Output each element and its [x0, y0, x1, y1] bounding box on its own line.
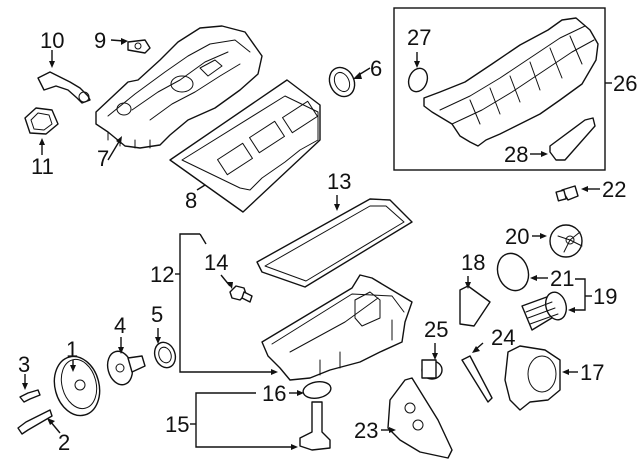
callout-27[interactable]: 27 — [407, 25, 431, 50]
callout-1[interactable]: 1 — [66, 337, 78, 362]
callout-13[interactable]: 13 — [327, 169, 351, 194]
cooler-gasket-part[interactable] — [461, 355, 493, 403]
crankshaft-pulley-part[interactable] — [48, 351, 106, 420]
callout-11[interactable]: 11 — [31, 154, 54, 179]
callout-17[interactable]: 17 — [580, 360, 604, 385]
oil-pressure-sensor-part[interactable] — [555, 185, 579, 202]
leader-lines — [22, 38, 612, 450]
valve-cover-gasket-part[interactable] — [169, 79, 321, 213]
callout-3[interactable]: 3 — [18, 352, 30, 377]
o-ring-16-part[interactable] — [302, 380, 332, 401]
intake-manifold-box — [393, 7, 606, 171]
oil-pan-gasket-part[interactable] — [256, 198, 413, 288]
callout-6[interactable]: 6 — [370, 56, 382, 81]
callout-21[interactable]: 21 — [550, 266, 574, 291]
callout-20[interactable]: 20 — [505, 224, 529, 249]
callout-2[interactable]: 2 — [58, 430, 70, 455]
callout-24[interactable]: 24 — [491, 325, 515, 350]
front-crank-seal-part[interactable] — [151, 339, 179, 370]
housing-gasket-part[interactable] — [459, 285, 491, 327]
manifold-o-ring-part[interactable] — [405, 66, 430, 95]
callout-12[interactable]: 12 — [150, 262, 174, 287]
oil-filter-part[interactable] — [521, 290, 569, 331]
callout-19[interactable]: 19 — [593, 284, 617, 309]
callout-25[interactable]: 25 — [424, 317, 448, 342]
seal-6-part[interactable] — [325, 63, 359, 100]
plug-25-part[interactable] — [421, 359, 443, 380]
oil-pump-pickup-part[interactable] — [299, 401, 331, 451]
breather-tube-part[interactable] — [37, 71, 91, 104]
callout-14[interactable]: 14 — [204, 250, 228, 275]
filter-cap-part[interactable] — [549, 224, 583, 258]
callout-28[interactable]: 28 — [504, 142, 528, 167]
crankshaft-hub-part[interactable] — [104, 348, 146, 387]
hub-bolt-part[interactable] — [19, 389, 41, 403]
oil-cooler-bracket-part[interactable] — [387, 377, 453, 459]
callout-labels: 1 2 3 4 5 6 7 8 9 10 11 12 13 14 15 16 1… — [18, 25, 637, 455]
intake-manifold-part[interactable] — [423, 17, 599, 147]
callout-9[interactable]: 9 — [94, 28, 106, 53]
callout-4[interactable]: 4 — [114, 313, 126, 338]
callout-15[interactable]: 15 — [165, 412, 189, 437]
seal-11-part[interactable] — [24, 107, 59, 135]
callout-5[interactable]: 5 — [151, 302, 163, 327]
manifold-gasket-part[interactable] — [549, 117, 596, 161]
oil-filter-housing-part[interactable] — [504, 345, 561, 411]
callout-7[interactable]: 7 — [97, 146, 109, 171]
callout-23[interactable]: 23 — [354, 418, 378, 443]
valve-cover-part[interactable] — [95, 25, 263, 149]
oil-pan-part[interactable] — [261, 274, 413, 381]
pulley-bolt-part[interactable] — [17, 409, 53, 435]
callout-22[interactable]: 22 — [602, 177, 626, 202]
callout-16[interactable]: 16 — [262, 381, 286, 406]
drain-plug-part[interactable] — [229, 285, 253, 303]
callout-18[interactable]: 18 — [461, 250, 485, 275]
callout-8[interactable]: 8 — [185, 188, 197, 213]
cap-o-ring-part[interactable] — [492, 249, 533, 295]
callout-26[interactable]: 26 — [613, 71, 637, 96]
gasket-9-part[interactable] — [127, 39, 151, 54]
callout-10[interactable]: 10 — [40, 28, 64, 53]
